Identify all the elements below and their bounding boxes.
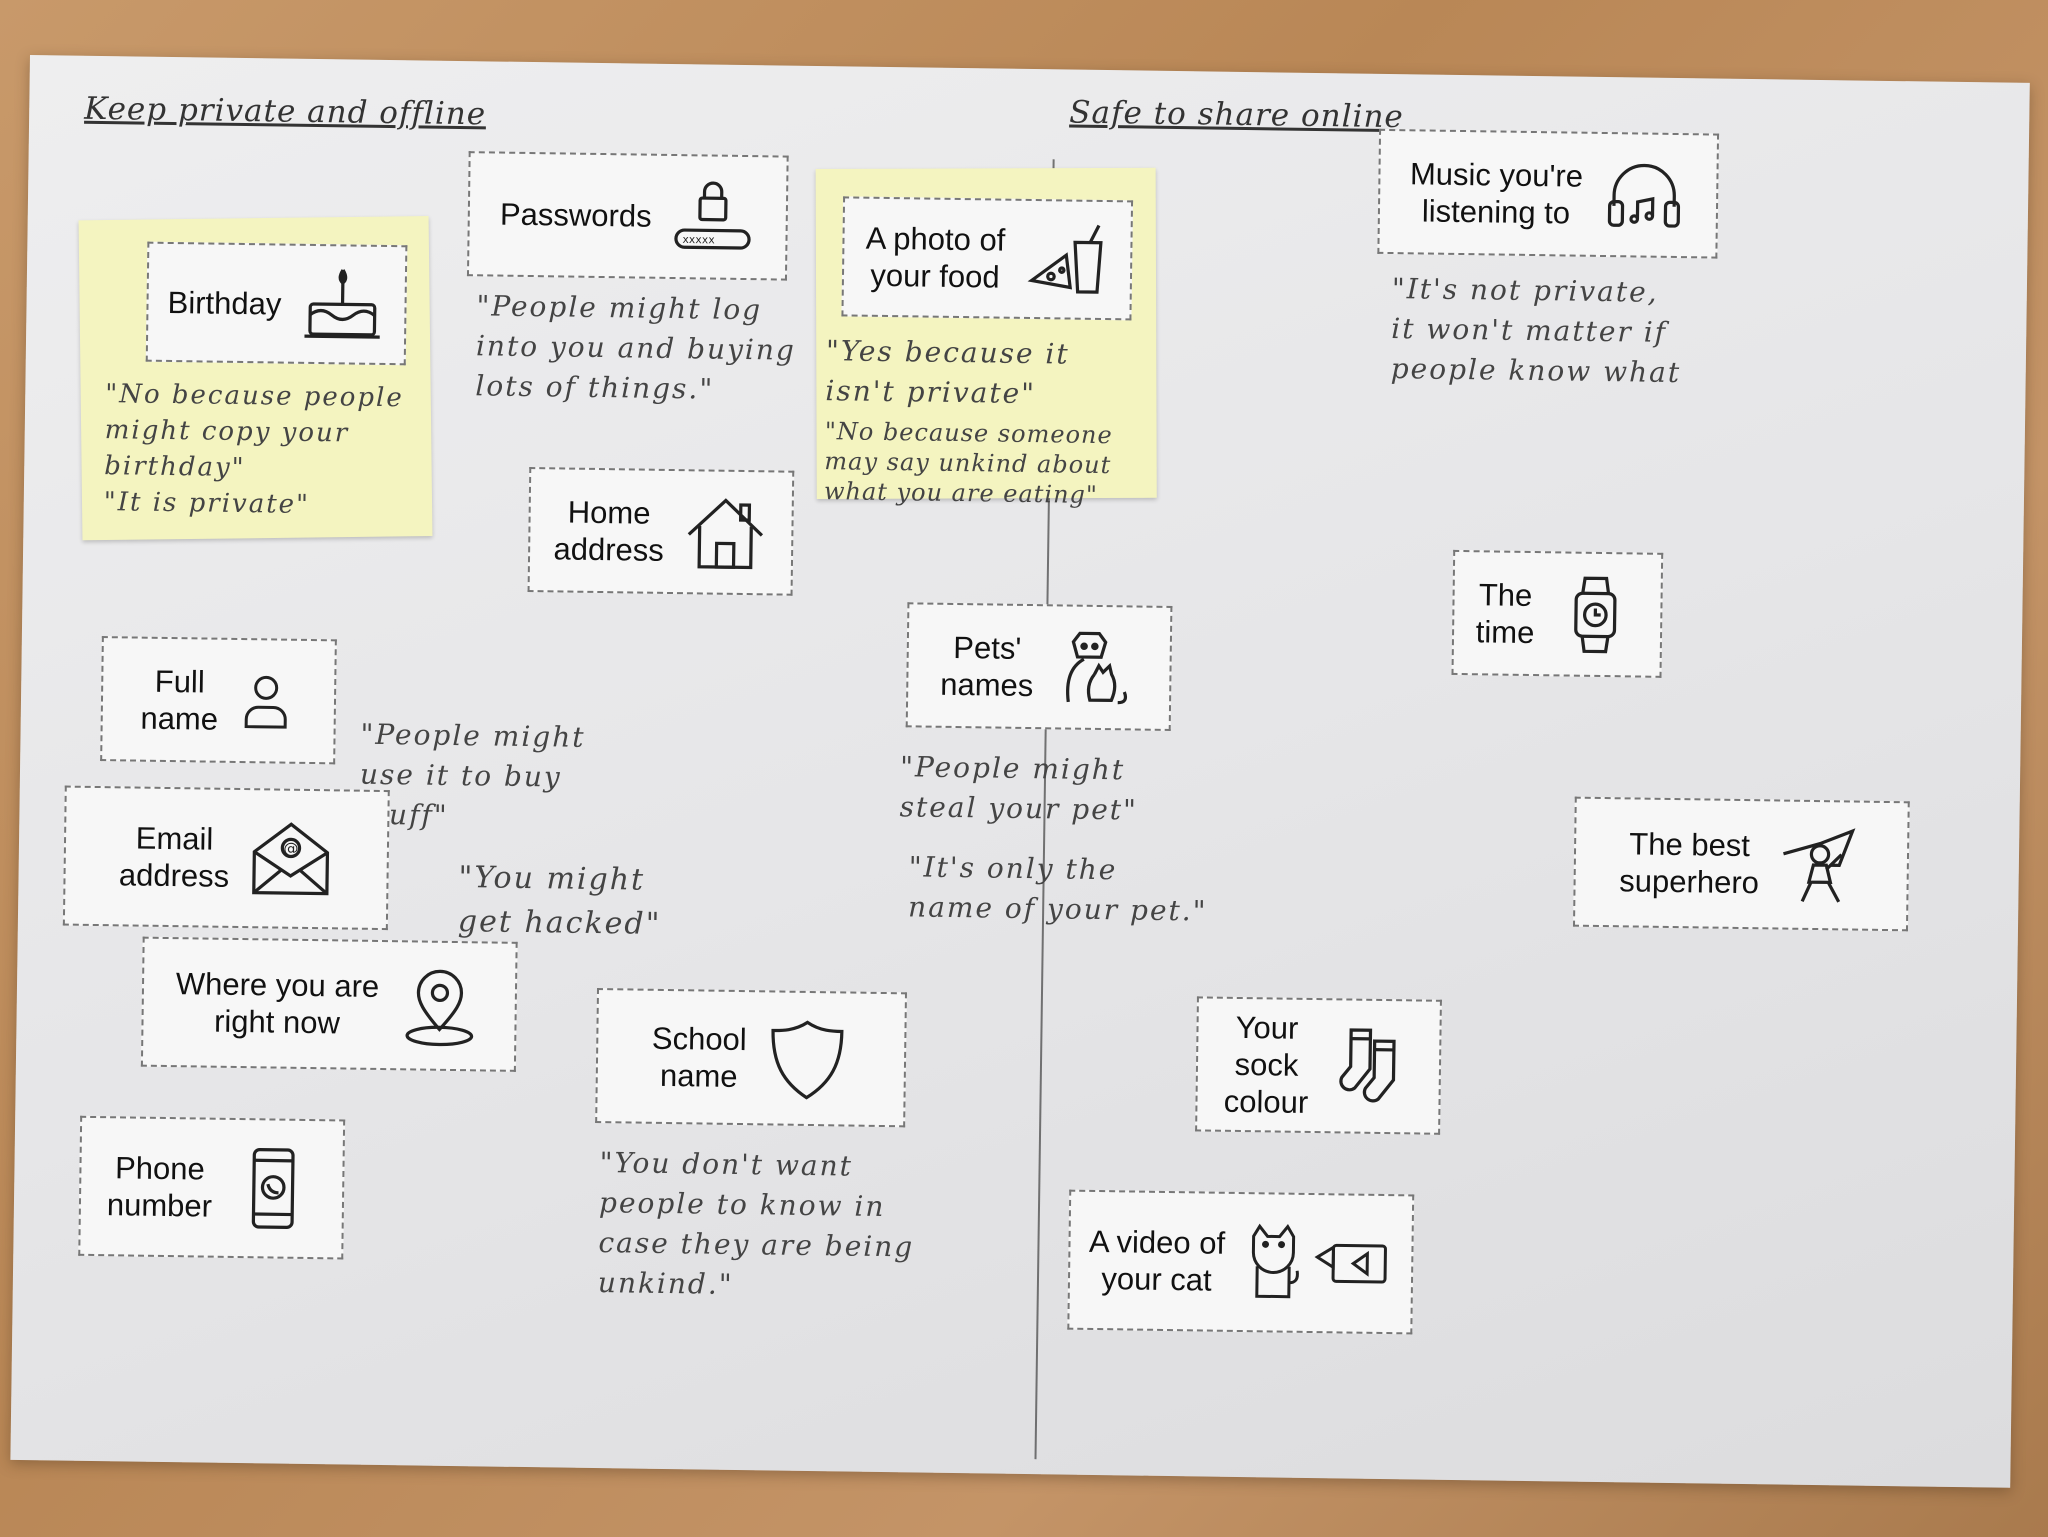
card-pets-names[interactable]: Pets' names [905,602,1173,731]
card-the-time[interactable]: The time [1451,549,1664,678]
dog-cat-icon [1051,624,1138,711]
note-music: "It's not private, it won't matter if pe… [1390,272,1682,390]
card-birthday[interactable]: Birthday [145,241,408,366]
card-label: Passwords [499,196,652,234]
card-home-address[interactable]: Home address [527,467,795,596]
svg-text:xxxxx: xxxxx [682,232,715,245]
shield-icon [764,1015,851,1102]
card-label: Birthday [167,284,282,322]
card-superhero[interactable]: The best superhero [1572,796,1910,932]
card-sock-colour[interactable]: Your sock colour [1195,996,1442,1135]
pizza-drink-icon [1022,216,1109,303]
card-music[interactable]: Music you're listening to [1377,128,1720,259]
card-label: Email address [118,820,230,894]
card-passwords[interactable]: Passwords xxxxx [466,151,789,281]
padlock-icon: xxxxx [669,173,756,260]
card-label: A photo of your food [865,220,1006,295]
card-label: Music you're listening to [1409,155,1584,231]
card-label: School name [651,1020,747,1094]
note-food-no: "No because someone may say unkind about… [823,417,1113,509]
smartwatch-icon [1552,571,1639,658]
note-email: "You might get hacked" [457,860,662,942]
card-label: A video of your cat [1088,1223,1226,1298]
card-phone-number[interactable]: Phone number [78,1115,346,1260]
card-label: Where you are right now [175,966,380,1041]
card-email-address[interactable]: Email address @ [62,785,390,931]
card-label: Full name [140,663,219,737]
card-label: Home address [553,494,665,568]
card-school-name[interactable]: School name [595,988,907,1128]
note-pets-steal: "People might steal your pet" [899,750,1139,827]
envelope-icon: @ [247,815,334,902]
heading-safe-to-share: Safe to share online [1069,94,1405,136]
card-photo-food[interactable]: A photo of your food [841,196,1134,321]
house-icon [681,489,768,576]
card-cat-video[interactable]: A video of your cat [1067,1189,1415,1335]
superhero-icon [1777,821,1864,908]
card-location[interactable]: Where you are right now [140,936,518,1072]
card-label: The best superhero [1619,826,1760,901]
phone-icon [230,1145,317,1232]
heading-keep-private: Keep private and offline [84,90,487,133]
note-birthday: "No because people might copy your birth… [103,379,404,520]
svg-text:@: @ [283,839,298,857]
note-food-yes: "Yes because it isn't private" [825,334,1070,411]
card-full-name[interactable]: Full name [100,636,337,765]
note-passwords: "People might log into you and buying lo… [475,289,797,406]
card-label: The time [1475,576,1535,650]
cat-video-icon [1242,1219,1393,1307]
socks-icon [1326,1023,1413,1110]
location-pin-icon [396,962,483,1049]
cake-icon [299,261,386,348]
note-full-name: "People might use it to buy stuff" [359,717,586,832]
card-label: Your sock colour [1223,1009,1309,1120]
paper-sheet: Keep private and offline Safe to share o… [10,55,2030,1488]
note-pets-only: "It's only the name of your pet." [907,850,1208,928]
card-label: Phone number [106,1150,213,1224]
card-label: Pets' names [940,629,1034,703]
person-icon [236,670,297,731]
headphones-icon [1600,151,1687,238]
note-school: "You don't want people to know in case t… [597,1146,915,1301]
